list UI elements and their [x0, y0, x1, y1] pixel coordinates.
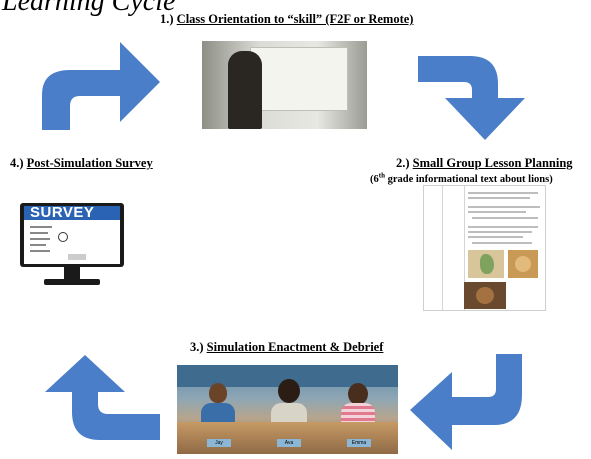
presenter-figure: [228, 51, 262, 129]
whiteboard: [250, 47, 348, 111]
africa-map-image: [468, 250, 504, 278]
arrow-top-right: [418, 56, 525, 140]
lion-cub-image: [508, 250, 538, 278]
arrow-top-left: [42, 42, 160, 130]
step-2-label: 2.) Small Group Lesson Planning: [396, 156, 573, 170]
monitor-stand: [64, 267, 80, 279]
page-title: Learning Cycle: [2, 0, 176, 17]
nameplate-ava: Ava: [277, 439, 301, 447]
class-orientation-photo: [202, 41, 367, 129]
arrow-bottom-right: [410, 354, 522, 450]
nameplate-jay: Jay: [207, 439, 231, 447]
lesson-plan-document: [423, 185, 546, 311]
arrow-bottom-left: [45, 355, 160, 440]
simulation-classroom-image: Jay Ava Emma: [177, 365, 398, 454]
lion-image: [464, 282, 506, 309]
nameplate-emma: Emma: [347, 439, 371, 447]
step-1-label: 1.) Class Orientation to “skill” (F2F or…: [160, 12, 414, 26]
survey-monitor: SURVEY: [20, 203, 124, 289]
survey-header: SURVEY: [30, 204, 95, 221]
monitor-frame: SURVEY: [20, 203, 124, 267]
cursor-icon: [58, 232, 68, 242]
step-4-label: 4.) Post-Simulation Survey: [10, 156, 153, 170]
monitor-base: [44, 279, 100, 285]
desk: [177, 422, 398, 454]
step-2-subtitle: (6th grade informational text about lion…: [370, 171, 553, 185]
step-3-label: 3.) Simulation Enactment & Debrief: [190, 340, 384, 354]
